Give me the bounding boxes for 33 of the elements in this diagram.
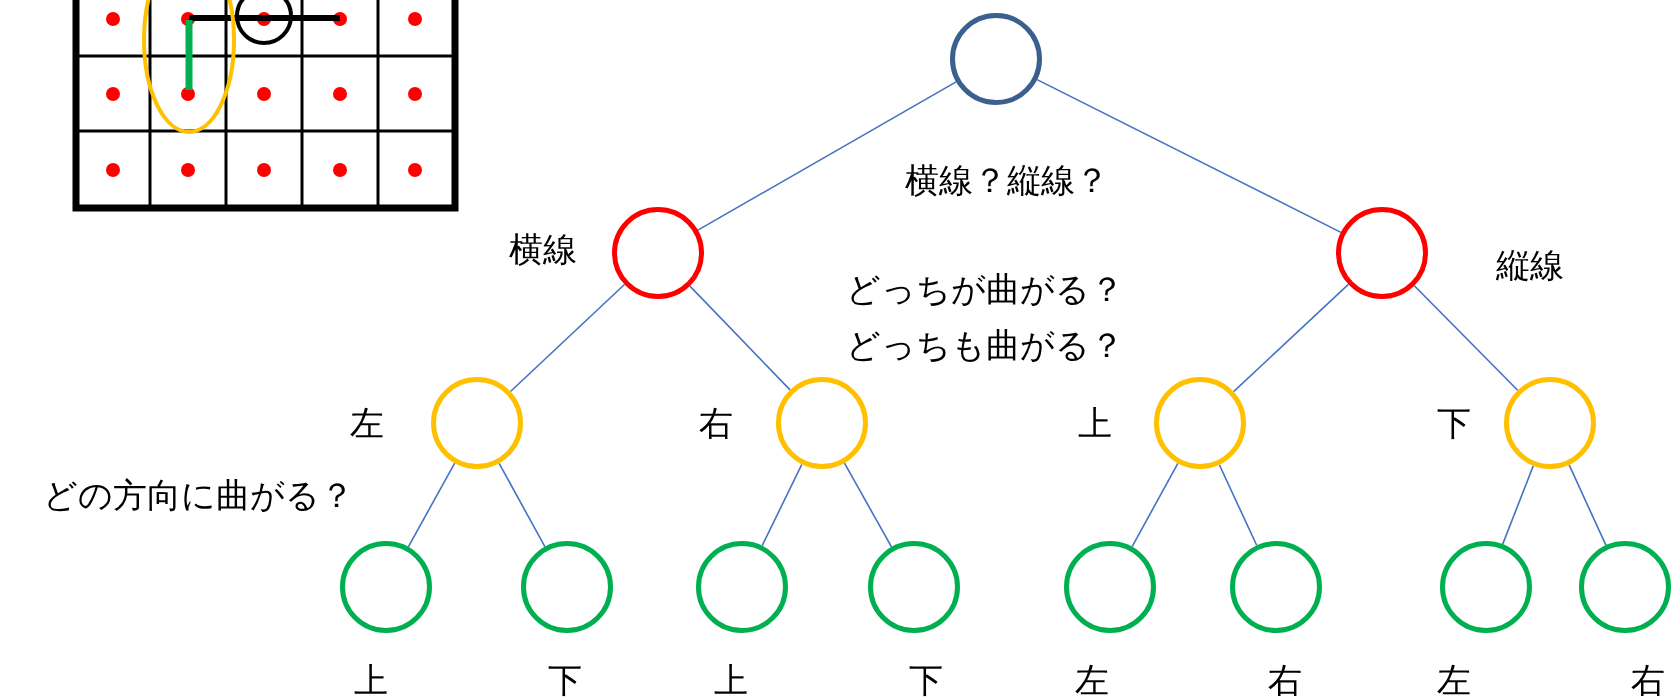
tree-edge	[1568, 464, 1607, 546]
branch-label: 左	[350, 403, 384, 443]
branch-label: 横線	[509, 229, 577, 269]
tree-edge	[1036, 78, 1342, 234]
branch-label: 右	[1268, 660, 1302, 697]
tree-edge	[697, 81, 957, 231]
question-text: どっちが曲がる？	[846, 269, 1124, 309]
branch-label: 下	[548, 660, 582, 697]
branch-label: 下	[1437, 403, 1471, 443]
question-text: 横線？縦線？	[905, 160, 1109, 200]
tree-edge	[843, 462, 893, 548]
branch-label: 上	[714, 660, 748, 697]
tree-edge	[1232, 283, 1350, 393]
tree-edge	[1501, 465, 1535, 545]
branch-label: 右	[1631, 660, 1665, 697]
tree-edge	[498, 462, 546, 548]
tree-edge	[1218, 463, 1258, 547]
question-text: どっちも曲がる？	[846, 325, 1124, 365]
branch-label: 右	[699, 403, 733, 443]
tree-edge	[509, 283, 626, 393]
branch-label: 上	[1078, 403, 1112, 443]
branch-label: 左	[1075, 660, 1109, 697]
branch-label: 下	[909, 660, 943, 697]
question-text: どの方向に曲がる？	[42, 475, 354, 515]
tree-edge	[761, 463, 803, 547]
tree-edge	[689, 285, 791, 391]
branch-label: 上	[354, 660, 388, 697]
branch-label: 縦線	[1496, 245, 1564, 285]
tree-edge	[1413, 284, 1519, 392]
tree-node-circle	[612, 207, 704, 299]
branch-label: 左	[1437, 660, 1471, 697]
tree-edge	[407, 462, 456, 548]
tree-edge	[1131, 462, 1179, 548]
